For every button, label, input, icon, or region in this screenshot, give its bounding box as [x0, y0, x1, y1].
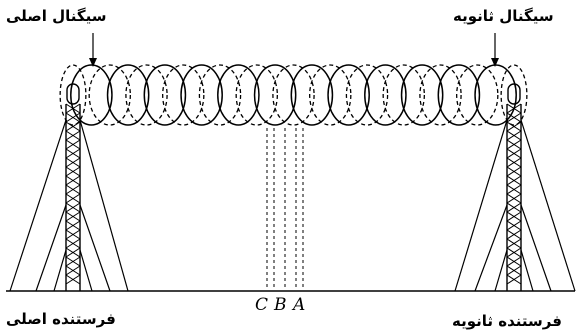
mast-brace [65, 211, 81, 222]
mast-brace [65, 274, 81, 285]
secondary-wave-loop [419, 64, 462, 126]
mast-brace [506, 265, 522, 276]
secondary-transmitter-label: فرستنده ثانویه [452, 312, 562, 330]
point-label-b: B [274, 295, 287, 315]
mast-brace [65, 166, 81, 177]
mast-brace [506, 112, 522, 123]
secondary-wave-loop [500, 64, 528, 126]
mast-brace [65, 265, 81, 276]
secondary-wave-loop [272, 64, 315, 126]
secondary-wave-loop [309, 64, 352, 126]
tower-lattice-mast [65, 103, 81, 291]
tower-top-cap [66, 83, 80, 105]
point-label-a: A [293, 295, 306, 315]
point-markers [266, 128, 304, 290]
mast-brace [506, 229, 522, 240]
secondary-wave-loop [125, 64, 168, 126]
primary-transmitter-label: فرستنده اصلی [6, 310, 116, 328]
primary-wave-loop [180, 64, 223, 126]
secondary-wave-loop [198, 64, 242, 126]
mast-brace [65, 130, 81, 141]
mast-brace [506, 166, 522, 177]
secondary-wave-loop [382, 64, 425, 126]
mast-brace [65, 202, 81, 213]
mast-brace [65, 220, 81, 231]
mast-brace [65, 175, 81, 186]
primary-wave-loop [400, 64, 444, 126]
tower-top-cap [507, 83, 521, 105]
mast-brace [506, 211, 522, 222]
mast-brace [65, 238, 81, 249]
primary-wave-loop [106, 64, 150, 126]
mast-brace [65, 112, 81, 123]
primary-signal-label: سیگنال اصلی [6, 7, 107, 25]
mast-brace [506, 157, 522, 168]
mast-brace [506, 256, 522, 267]
secondary-transmitter-tower [454, 83, 576, 292]
tower-guy-wires [9, 119, 129, 292]
tower-guy-wires [454, 119, 576, 292]
mast-brace [506, 139, 522, 150]
mast-brace [506, 184, 522, 195]
primary-transmitter-tower [9, 83, 129, 292]
mast-brace [65, 229, 81, 240]
primary-wave-loop [437, 64, 481, 126]
secondary-wave-loop [456, 64, 499, 126]
mast-brace [506, 193, 522, 204]
secondary-signal-label: سیگنال ثانویه [453, 7, 554, 25]
mast-brace [506, 175, 522, 186]
secondary-signal-arrow [491, 33, 499, 67]
mast-brace [506, 220, 522, 231]
primary-wave-loop [364, 64, 407, 126]
mast-brace [506, 202, 522, 213]
primary-wave-loop [290, 64, 334, 126]
tower-lattice-mast [506, 103, 522, 291]
mast-brace [65, 157, 81, 168]
mast-brace [506, 130, 522, 141]
primary-signal-waves [70, 64, 517, 126]
primary-wave-loop [143, 64, 187, 126]
mast-brace [506, 148, 522, 159]
secondary-wave-loop [345, 64, 389, 126]
mast-brace [506, 274, 522, 285]
primary-wave-loop [217, 64, 260, 126]
primary-wave-loop [327, 64, 370, 126]
primary-wave-loop [253, 64, 297, 126]
secondary-wave-loop [235, 64, 278, 126]
mast-brace [65, 193, 81, 204]
secondary-signal-waves [59, 64, 528, 126]
secondary-wave-loop [88, 64, 131, 126]
mast-brace [65, 184, 81, 195]
mast-brace [506, 238, 522, 249]
point-label-c: C [255, 295, 269, 315]
mast-brace [65, 256, 81, 267]
mast-brace [65, 139, 81, 150]
primary-signal-arrow [89, 33, 97, 67]
secondary-wave-loop [59, 64, 87, 126]
primary-wave-loop [70, 64, 113, 126]
mast-brace [65, 247, 81, 258]
secondary-wave-loop [162, 64, 205, 126]
mast-brace [506, 247, 522, 258]
mast-brace [65, 148, 81, 159]
